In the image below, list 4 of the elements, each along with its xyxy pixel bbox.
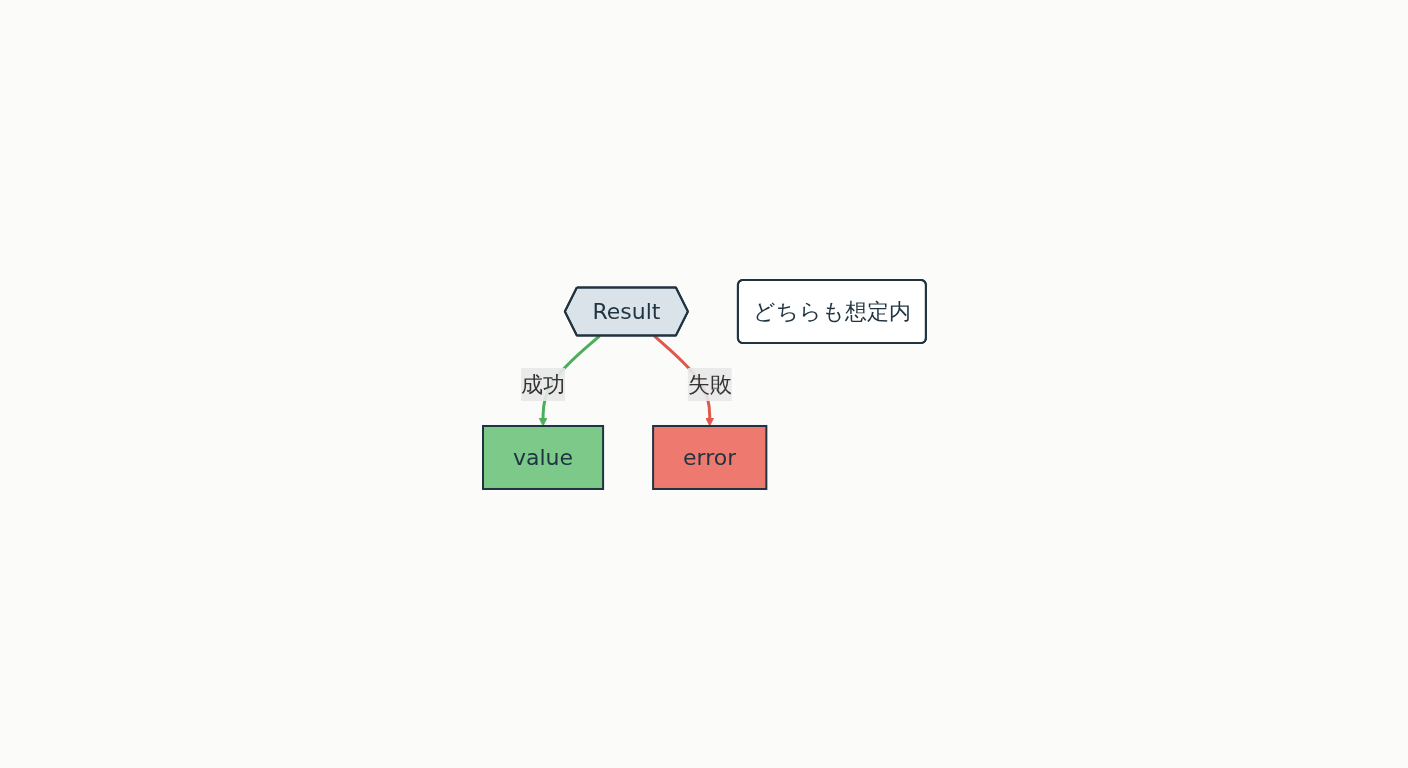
edge-label: 失敗 — [687, 371, 732, 397]
node-box: value — [481, 424, 604, 490]
edge-label: 成功 — [520, 371, 565, 397]
node-box: error — [651, 424, 767, 490]
